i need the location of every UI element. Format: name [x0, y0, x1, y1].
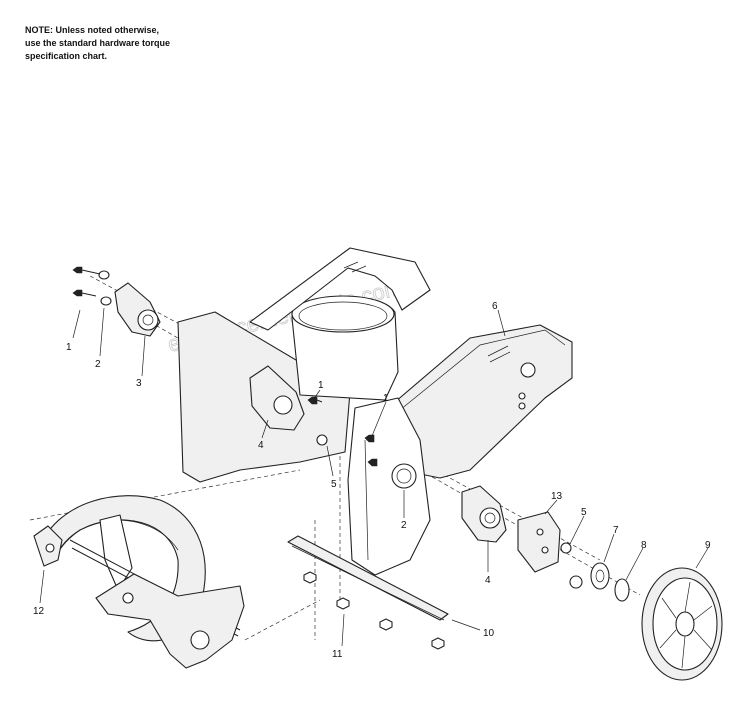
housing-wall	[347, 397, 431, 576]
auger-flight-ring	[39, 495, 206, 642]
part-callouts: 1 2 3 4 1 5 1 6 2 4 13 5 7 8 9 10 11 12	[33, 301, 711, 660]
leader-lines	[39, 307, 709, 647]
callout-7: 7	[613, 525, 619, 536]
wheel-hub	[590, 562, 610, 590]
wheel-washer	[614, 578, 630, 602]
scraper-bar	[287, 535, 449, 621]
callout-12: 12	[33, 606, 45, 617]
inner-bearing-flanges	[249, 365, 583, 589]
hex-nuts	[303, 571, 445, 650]
torque-note: NOTE: Unless noted otherwise, use the st…	[25, 24, 265, 63]
note-line-1: NOTE: Unless noted otherwise,	[25, 25, 160, 35]
callout-11: 11	[332, 649, 343, 660]
note-line-3: specification chart.	[25, 51, 108, 61]
callout-1: 1	[318, 380, 324, 391]
callout-2: 2	[401, 520, 407, 531]
left-bearing-hardware	[72, 266, 161, 337]
callout-3: 3	[136, 378, 142, 389]
callout-8: 8	[641, 540, 647, 551]
wheel-assembly	[590, 562, 723, 681]
callout-4: 4	[258, 440, 264, 451]
callout-13: 13	[551, 491, 563, 502]
callout-9: 9	[705, 540, 711, 551]
callout-1: 1	[383, 393, 389, 404]
callout-5: 5	[331, 479, 337, 490]
callout-10: 10	[483, 628, 495, 639]
callout-5: 5	[581, 507, 587, 518]
callout-6: 6	[492, 301, 498, 312]
callout-4: 4	[485, 575, 491, 586]
auger-assembly	[33, 495, 245, 669]
callout-1: 1	[66, 342, 72, 353]
auger-housing-frame	[177, 247, 573, 576]
handle-loop	[249, 247, 431, 331]
callout-2: 2	[95, 359, 101, 370]
note-line-2: use the standard hardware torque	[25, 38, 171, 48]
